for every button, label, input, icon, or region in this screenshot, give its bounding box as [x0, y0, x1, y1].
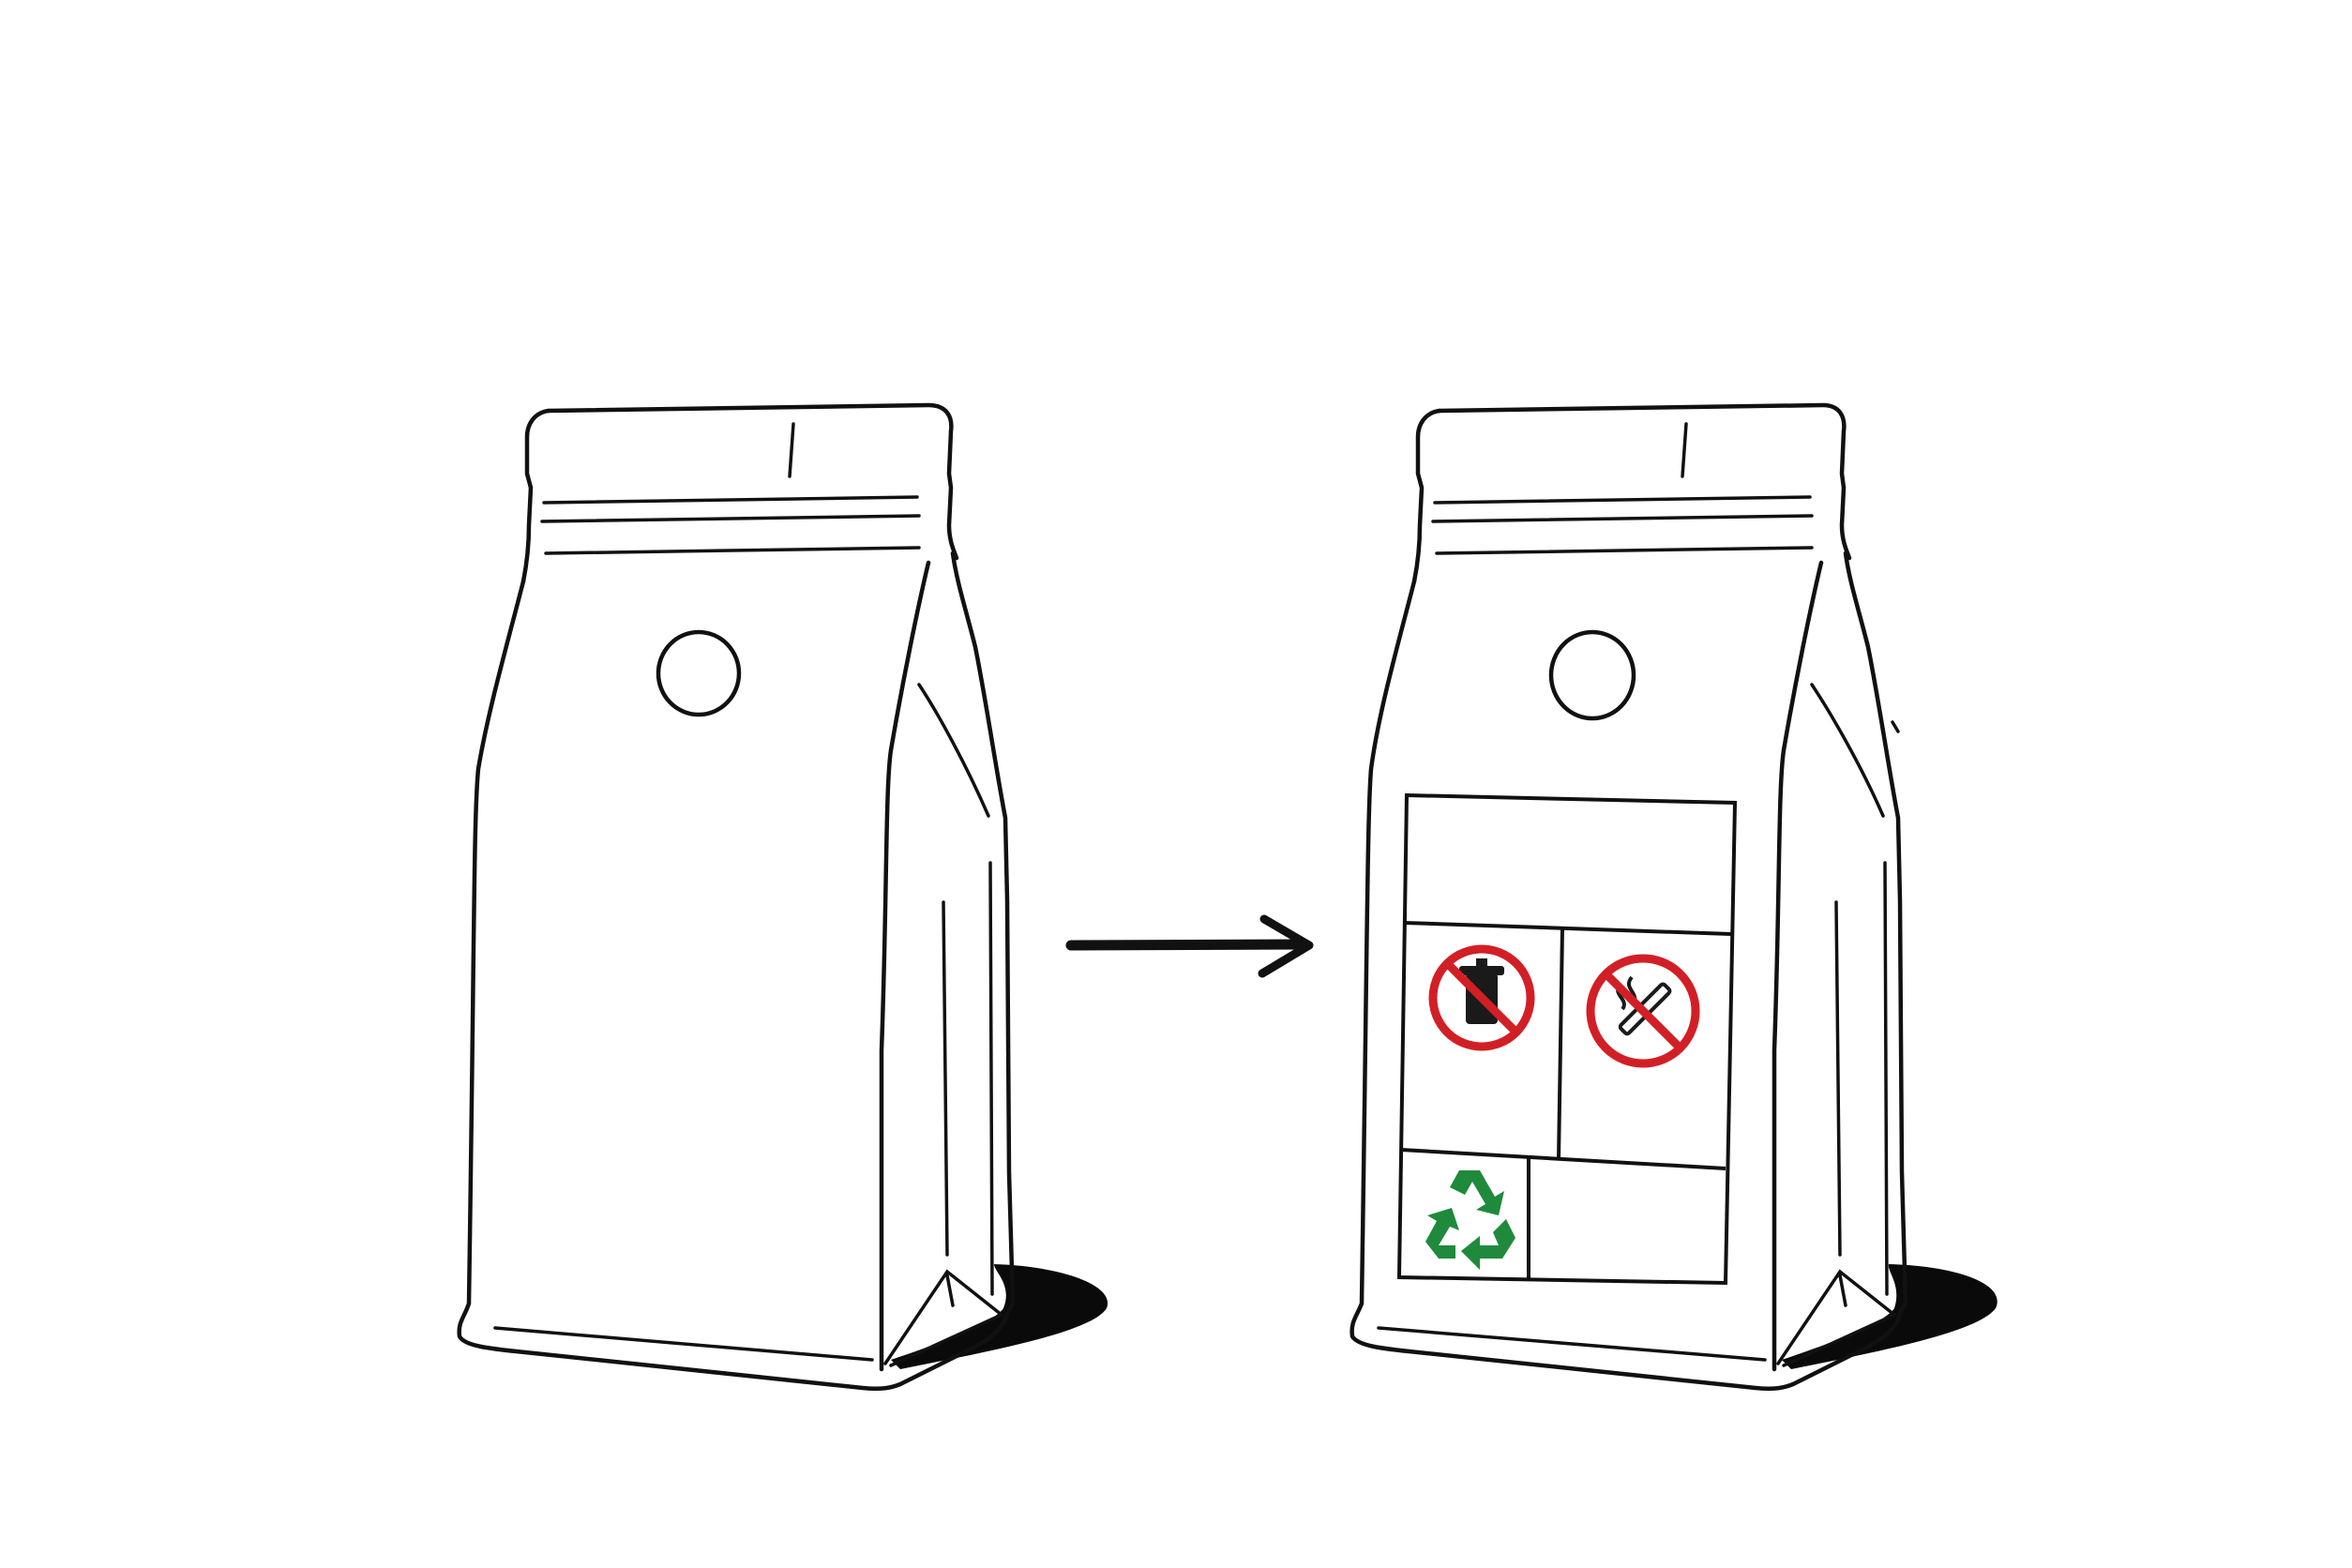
labeled-bag-valve — [1548, 629, 1636, 721]
no-smoking-icon — [1586, 954, 1700, 1068]
transition-arrow — [1065, 914, 1314, 978]
labeled-bag-top-seal — [1437, 402, 1852, 561]
arrow-head — [1258, 914, 1314, 978]
arrow-shaft — [1065, 939, 1307, 951]
labeled-bag-zipper — [1433, 495, 1812, 505]
plain-bag-valve — [656, 629, 742, 717]
label-panel-border — [1396, 792, 1738, 1286]
plain-bag-zipper — [542, 495, 919, 505]
label-panel — [1396, 792, 1738, 1286]
plain-bag — [457, 402, 1108, 1392]
no-trash-bin-icon — [1428, 944, 1535, 1051]
labeled-bag-body — [1349, 550, 1908, 1392]
recycle-icon — [1425, 1170, 1515, 1270]
plain-bag-body — [457, 550, 1016, 1392]
labeled-bag-tear-notch — [1681, 422, 1688, 478]
plain-bag-tear-notch — [788, 422, 795, 478]
plain-bag-top-seal — [546, 402, 959, 561]
labeled-bag — [1349, 402, 1998, 1392]
